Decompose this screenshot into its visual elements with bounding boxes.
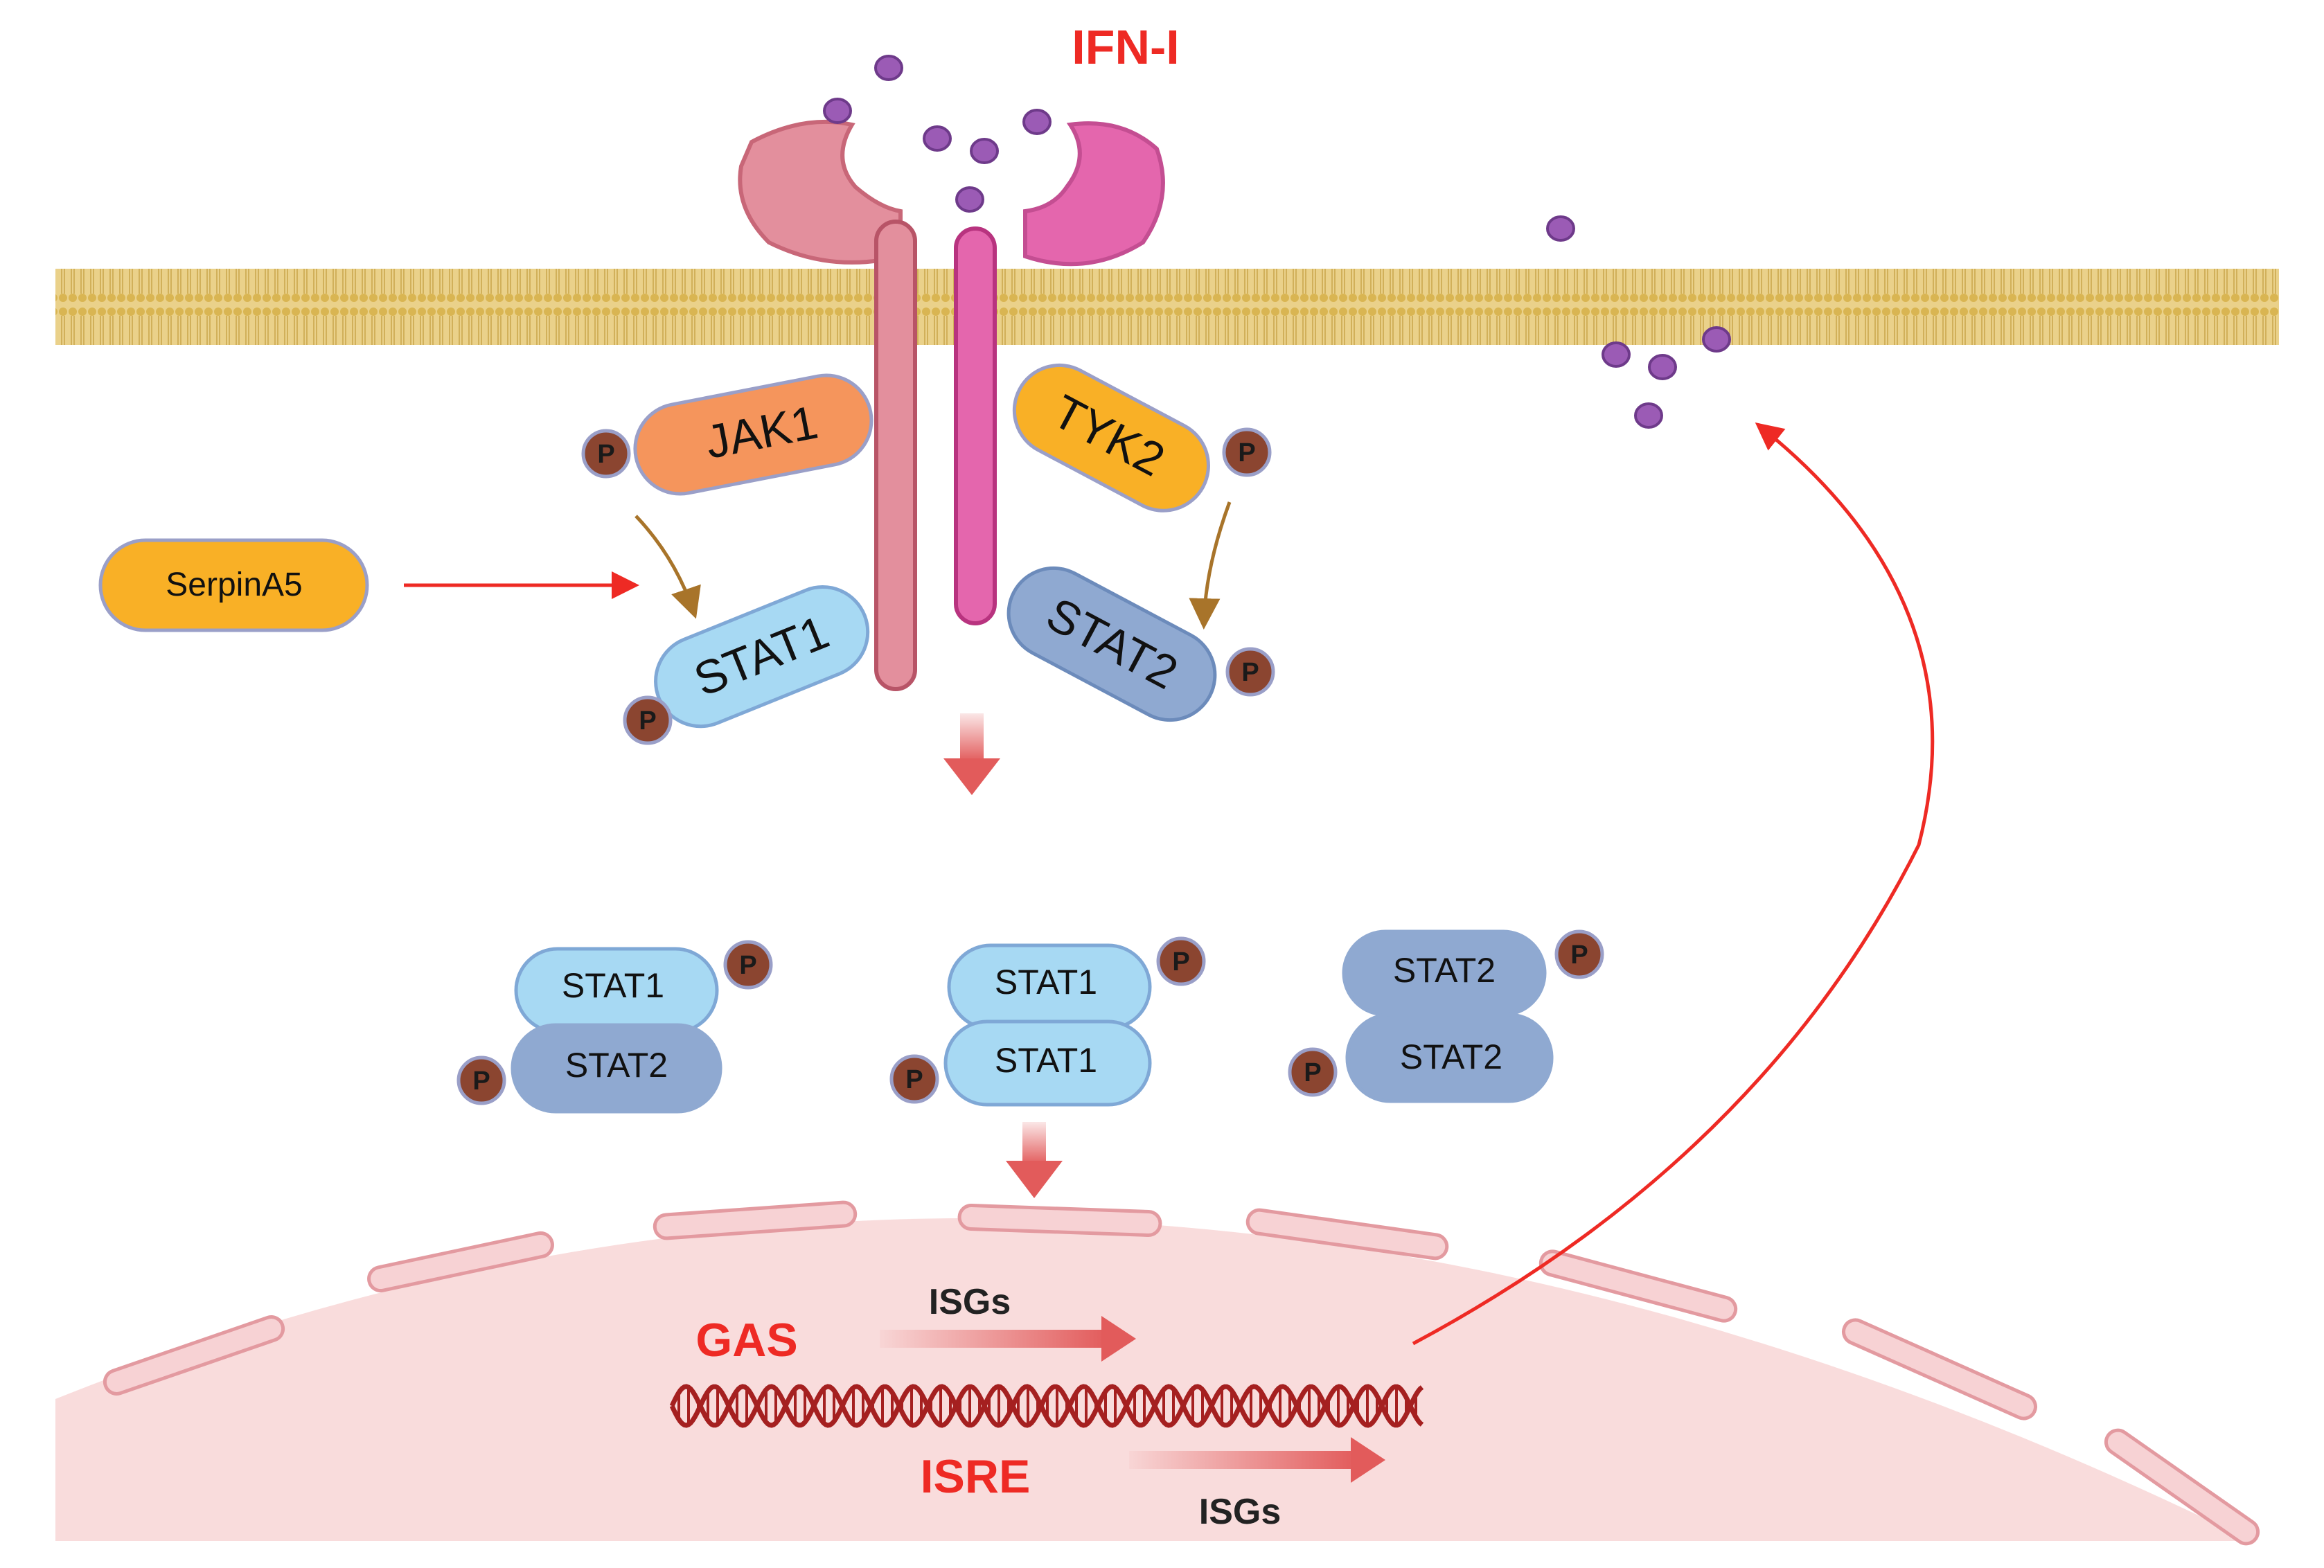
isgs-label-bottom: ISGs <box>1199 1492 1281 1532</box>
ifn-ligand-dot <box>955 186 984 213</box>
nuclear-envelope-pores <box>103 1200 2260 1546</box>
svg-text:STAT1: STAT1 <box>995 1041 1097 1080</box>
phosphate-icon: P <box>723 940 773 990</box>
phosphate-icon: P <box>1222 427 1272 477</box>
ifn-ligand-dot <box>923 125 952 152</box>
ifn-ligand-dot <box>874 55 903 81</box>
stat1-stat2-dimer: STAT1 STAT2 <box>511 947 722 1114</box>
stat1-receptor-bound: STAT1 <box>654 585 870 729</box>
ifn-ligand-dot <box>970 138 999 164</box>
phosphate-icon: P <box>889 1054 939 1104</box>
serpina5-label: SerpinA5 <box>166 567 302 603</box>
ifn-ligand-dot <box>1022 109 1052 135</box>
svg-text:STAT2: STAT2 <box>565 1046 668 1085</box>
svg-text:P: P <box>639 706 656 736</box>
isre-label: ISRE <box>921 1450 1031 1503</box>
phosphate-icon: P <box>456 1055 506 1105</box>
svg-text:STAT1: STAT1 <box>995 963 1097 1001</box>
secretion-feedback-arrow <box>1412 422 1935 1346</box>
down-arrow-icon <box>943 713 1000 795</box>
svg-text:STAT1: STAT1 <box>562 966 664 1005</box>
ifn-ligand-dot <box>823 98 852 124</box>
ifn-ligand-dots <box>823 55 1731 429</box>
ifn-ligand-dot <box>1702 326 1731 353</box>
phosphate-icon: P <box>1554 929 1604 979</box>
dna-helix-icon <box>669 1384 1424 1428</box>
phosphate-icon: P <box>1225 647 1275 697</box>
ifn-ligand-dot <box>1602 341 1631 368</box>
nuclear-import-arrow-icon <box>1006 1122 1063 1198</box>
stat2-receptor-bound: STAT2 <box>1006 566 1217 722</box>
svg-text:P: P <box>1172 947 1189 977</box>
ifn-ligand-dot <box>1546 215 1575 242</box>
isgs-arrow-top-icon <box>880 1316 1136 1362</box>
svg-text:P: P <box>597 440 614 469</box>
ifn-ligand-dot <box>1634 402 1663 429</box>
svg-text:P: P <box>1238 438 1255 467</box>
phosphorylation-arrow-right <box>1189 501 1232 630</box>
svg-text:STAT2: STAT2 <box>1393 951 1496 990</box>
svg-text:P: P <box>1570 941 1588 970</box>
svg-text:P: P <box>905 1065 923 1094</box>
phosphate-icon: P <box>623 695 673 745</box>
phosphorylation-arrow-left <box>635 515 701 619</box>
phosphate-icon: P <box>581 429 631 479</box>
nucleus <box>55 1200 2260 1546</box>
receptor-left <box>738 119 917 691</box>
stat1-stat1-dimer: STAT1 STAT1 <box>943 943 1152 1107</box>
cell-membrane <box>55 269 2279 345</box>
svg-text:P: P <box>1304 1058 1321 1087</box>
gas-label: GAS <box>695 1314 797 1366</box>
isgs-arrow-bottom-icon <box>1129 1437 1385 1483</box>
stat2-stat2-dimer: STAT2 STAT2 <box>1342 929 1554 1103</box>
receptor-right <box>954 121 1165 625</box>
svg-text:STAT2: STAT2 <box>1400 1037 1502 1076</box>
isgs-label-top: ISGs <box>929 1282 1011 1322</box>
serpina5-protein: SerpinA5 <box>98 538 369 632</box>
phosphate-icon: P <box>1288 1047 1338 1097</box>
ifn-label: IFN-I <box>1072 20 1180 74</box>
tyk2-kinase: TYK2 <box>1012 363 1210 513</box>
ifn-ligand-dot <box>1648 354 1677 380</box>
phosphate-icon: P <box>1156 936 1206 986</box>
svg-text:P: P <box>739 951 756 980</box>
jak1-kinase: JAK1 <box>633 373 873 496</box>
svg-text:P: P <box>1241 658 1259 687</box>
svg-text:P: P <box>472 1067 490 1096</box>
